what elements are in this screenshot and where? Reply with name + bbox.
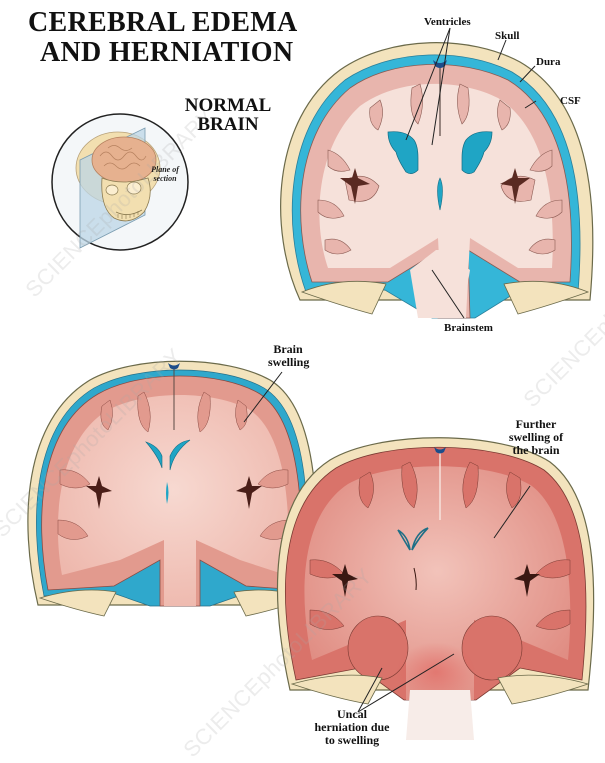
uncal-herniation-label: Uncal herniation due to swelling — [302, 708, 402, 747]
diagram-title: CEREBRAL EDEMA AND HERNIATION — [28, 8, 297, 68]
normal-brain-diagram — [280, 27, 594, 319]
uncal-herniation-line-1: Uncal — [337, 707, 367, 721]
title-line-2: AND HERNIATION — [40, 37, 294, 68]
ventricles-label: Ventricles — [424, 16, 471, 28]
plane-label-line-1: Plane of — [151, 165, 179, 174]
swollen-brain-diagram — [27, 360, 318, 617]
uncal-herniation-line-2: herniation due — [314, 720, 390, 734]
plane-of-section-inset — [51, 113, 189, 251]
normal-brain-heading-line-1: NORMAL — [184, 95, 272, 116]
plane-label-line-2: section — [153, 174, 177, 183]
normal-brain-heading-line-2: BRAIN — [197, 114, 259, 135]
brain-swelling-label: Brain swelling — [268, 342, 310, 369]
dura-label: Dura — [536, 56, 561, 68]
skull-label: Skull — [495, 30, 520, 42]
further-swelling-line-3: the brain — [512, 443, 560, 457]
plane-of-section-label: Plane of section — [145, 165, 185, 183]
uncal-herniation-line-3: to swelling — [324, 733, 380, 747]
normal-brain-heading: NORMAL BRAIN — [178, 96, 278, 134]
further-swelling-line-1: Further — [515, 417, 557, 431]
brainstem-label: Brainstem — [444, 322, 493, 334]
further-swelling-line-2: swelling of — [508, 430, 564, 444]
csf-label: CSF — [560, 95, 581, 107]
further-swelling-label: Further swelling of the brain — [496, 418, 576, 457]
brain-swelling-line-2: swelling — [268, 355, 310, 369]
title-line-1: CEREBRAL EDEMA — [28, 7, 298, 38]
herniated-brain-diagram — [276, 437, 595, 740]
brain-swelling-line-1: Brain — [273, 342, 303, 356]
